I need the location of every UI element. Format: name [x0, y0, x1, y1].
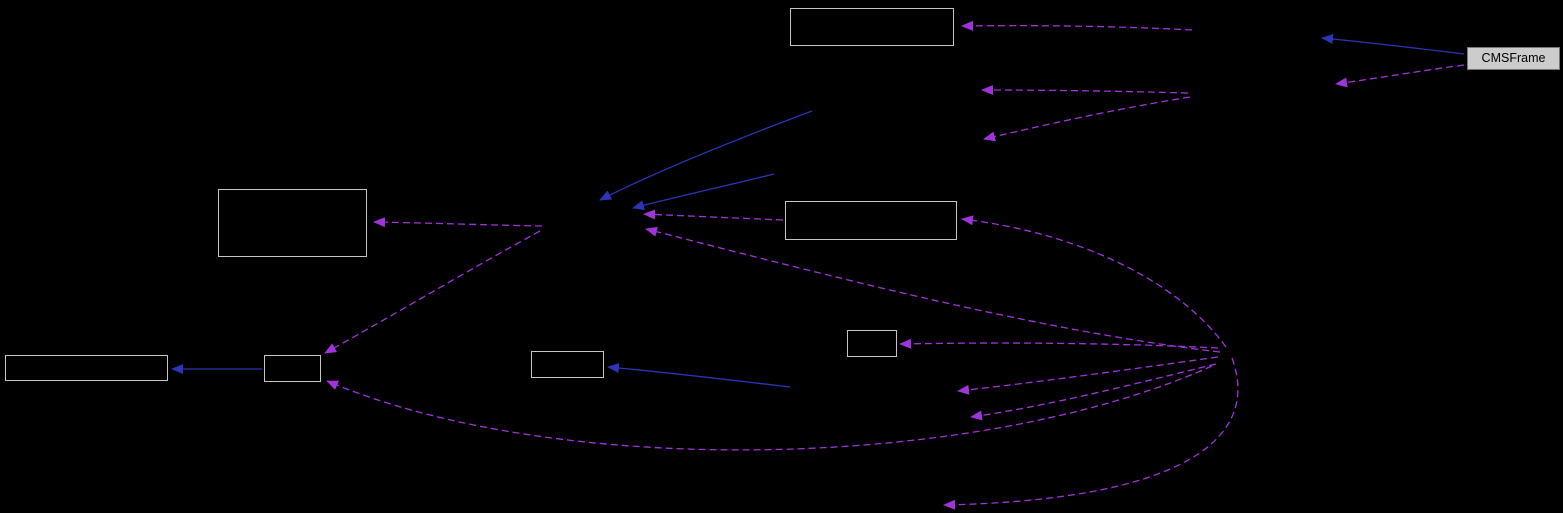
class-node-left-middle[interactable] [218, 189, 367, 257]
usage-edge [981, 85, 1189, 96]
usage-edge [899, 338, 1219, 349]
usage-edge [373, 217, 543, 228]
class-node-small-right[interactable] [847, 330, 897, 357]
class-node-small-left[interactable] [264, 355, 321, 382]
inheritance-edge [1321, 34, 1465, 55]
usage-edge [643, 209, 784, 221]
usage-edge [324, 230, 541, 354]
usage-edge [645, 226, 1221, 353]
usage-edge [1335, 64, 1465, 88]
cmsframe-label: CMSFrame [1481, 51, 1546, 66]
class-node-top[interactable] [790, 8, 954, 46]
usage-edge [970, 363, 1217, 421]
usage-edge [943, 357, 1239, 510]
inheritance-edge [607, 362, 791, 388]
usage-edge [326, 365, 1213, 451]
usage-edge [983, 96, 1191, 142]
class-node-bottom-left[interactable] [5, 355, 168, 381]
usage-edge [961, 20, 1193, 31]
inheritance-edge [599, 110, 813, 201]
usage-edge [957, 356, 1219, 395]
class-node-small-center[interactable] [531, 351, 604, 378]
inheritance-edge [632, 173, 775, 211]
class-node-cmsframe[interactable]: CMSFrame [1467, 47, 1560, 70]
class-node-center[interactable] [785, 201, 957, 240]
usage-edge [961, 215, 1227, 348]
